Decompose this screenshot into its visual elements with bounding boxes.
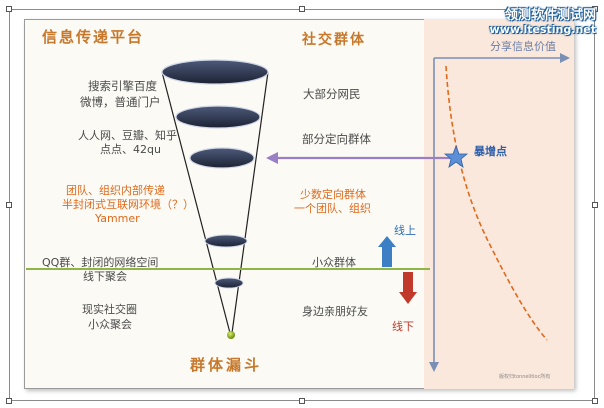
- resize-handle-top-center[interactable]: [299, 6, 305, 12]
- funnel-layer-5: [214, 277, 244, 289]
- left-label-real-circle: 现实社交圈: [82, 303, 137, 316]
- funnel-layer-2: [175, 105, 261, 129]
- resize-handle-middle-left[interactable]: [6, 202, 12, 208]
- funnel-outline-right: [231, 71, 269, 334]
- resize-handle-bottom-left[interactable]: [6, 398, 12, 404]
- funnel-outline-left: [161, 71, 231, 334]
- left-label-diandian: 点点、42qu: [100, 143, 161, 156]
- left-label-offline-meetup: 线下聚会: [83, 270, 127, 283]
- right-label-team-org: 一个团队、组织: [294, 202, 371, 215]
- funnel-tip-ball: [227, 331, 235, 339]
- left-label-weibo: 微博，普通门户: [80, 95, 161, 109]
- offline-label: 线下: [392, 320, 414, 333]
- resize-handle-middle-right[interactable]: [592, 202, 598, 208]
- resize-handle-top-right[interactable]: [592, 6, 598, 12]
- value-axis-horizontal-arrowhead: [560, 53, 570, 63]
- left-label-yammer: Yammer: [95, 212, 140, 225]
- funnel-layer-4: [204, 234, 248, 248]
- left-label-search: 搜索引擎百度: [88, 79, 157, 93]
- left-label-renren: 人人网、豆瓣、知乎: [78, 129, 177, 142]
- online-label: 线上: [394, 224, 416, 237]
- watermark-line-2: www.ltesting.net: [489, 23, 596, 36]
- resize-handle-top-left[interactable]: [6, 6, 12, 12]
- right-label-niche-group: 小众群体: [312, 256, 356, 269]
- value-curve: [445, 65, 548, 341]
- left-label-qq: QQ群、封闭的网络空间: [42, 256, 159, 269]
- footer-note: 版权归tonnelitloc所有: [499, 374, 551, 380]
- resize-handle-bottom-right[interactable]: [592, 398, 598, 404]
- right-label-most-netizens: 大部分网民: [303, 87, 361, 101]
- left-label-semi-closed: 半封闭式互联网环境（？）: [62, 198, 194, 211]
- value-panel: [424, 19, 574, 389]
- site-watermark: 领测软件测试网 www.ltesting.net: [490, 4, 596, 36]
- offline-arrow-shaft: [403, 272, 413, 294]
- mid-title: 社交群体: [302, 32, 366, 48]
- left-label-team: 团队、组织内部传递: [66, 184, 165, 197]
- right-label-few-groups: 少数定向群体: [300, 188, 366, 201]
- funnel-layer-3: [189, 147, 255, 169]
- left-title: 信息传递平台: [42, 28, 145, 46]
- value-axis-vertical-arrowhead: [429, 362, 439, 372]
- right-label-close-friends: 身边亲朋好友: [302, 305, 368, 318]
- surge-star-icon: [443, 144, 469, 168]
- online-arrow-shaft: [382, 245, 392, 267]
- surge-point-label: 暴增点: [474, 145, 507, 158]
- resize-handle-bottom-center[interactable]: [299, 398, 305, 404]
- watermark-line-1: 领测软件测试网: [504, 8, 596, 23]
- online-arrow-head: [378, 236, 396, 247]
- offline-arrow-head: [399, 292, 417, 304]
- left-label-small-meetup: 小众聚会: [88, 318, 132, 331]
- funnel-label: 群体漏斗: [190, 356, 263, 374]
- surge-pointer-arrowhead: [266, 152, 278, 164]
- value-axis-label: 分享信息价值: [490, 40, 556, 53]
- funnel-layer-1: [161, 59, 269, 85]
- right-label-targeted-groups: 部分定向群体: [302, 132, 371, 146]
